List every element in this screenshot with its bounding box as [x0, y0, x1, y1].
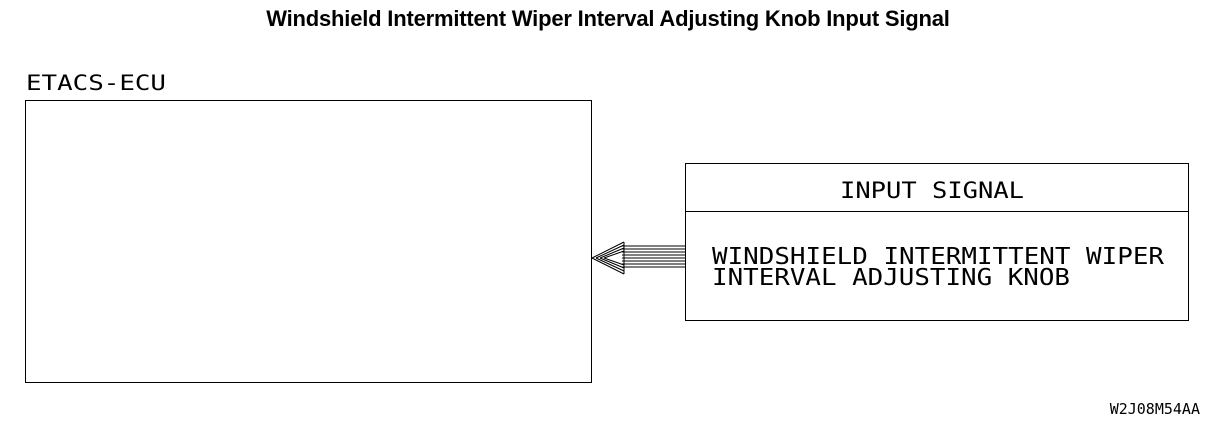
diagram-title: Windshield Intermittent Wiper Interval A… — [266, 6, 950, 31]
input-signal-line-2: INTERVAL ADJUSTING KNOB — [712, 265, 1070, 291]
ecu-box — [25, 100, 592, 383]
input-signal-box — [685, 163, 1189, 321]
input-signal-header: INPUT SIGNAL — [840, 179, 1024, 204]
signal-arrow — [591, 241, 685, 275]
input-signal-line-1: WINDSHIELD INTERMITTENT WIPER — [712, 244, 1164, 270]
ecu-label: ETACS-ECU — [26, 71, 166, 95]
figure-code: W2J08M54AA — [1109, 400, 1200, 418]
